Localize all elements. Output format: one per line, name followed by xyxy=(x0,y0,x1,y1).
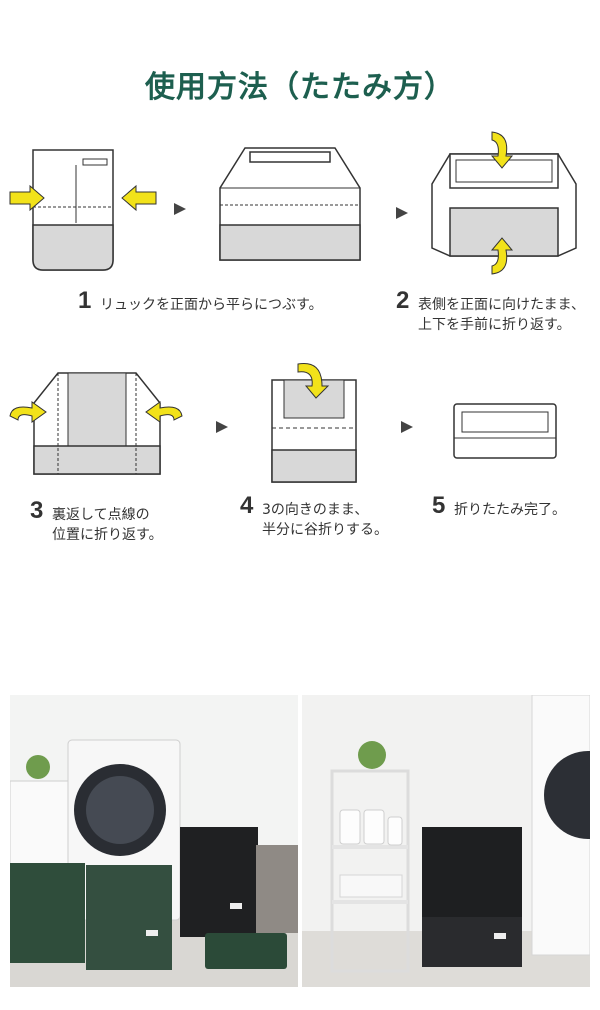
step-4: 4 3の向きのまま、 半分に谷折りする。 xyxy=(240,494,388,540)
page-title: 使用方法（たたみ方） xyxy=(145,70,455,105)
yellow-curl-arrow xyxy=(490,237,514,275)
yellow-curl-arrow xyxy=(490,131,514,169)
next-triangle-icon xyxy=(174,203,186,215)
step-text-line-1: 3の向きのまま、 xyxy=(262,502,369,518)
fig-step-4 xyxy=(271,362,357,483)
step-text-line-2: 半分に谷折りする。 xyxy=(262,522,388,538)
fig-step-3 xyxy=(9,372,183,475)
next-triangle-icon xyxy=(216,421,228,433)
step-text-line-2: 上下を手前に折り返す。 xyxy=(418,317,571,333)
step-number: 1 xyxy=(78,287,92,314)
yellow-curl-arrow xyxy=(297,362,330,399)
product-photo-laundry-room-1 xyxy=(10,695,298,987)
step-text-line-1: 裏返して点線の xyxy=(52,507,150,523)
step-number: 2 xyxy=(396,287,410,314)
fig-step-5 xyxy=(453,403,557,459)
step-text-line-1: リュックを正面から平らにつぶす。 xyxy=(100,297,323,313)
step-text-line-1: 表側を正面に向けたまま、 xyxy=(418,297,586,313)
yellow-push-arrow xyxy=(9,184,45,212)
yellow-curl-arrow xyxy=(145,401,183,423)
yellow-curl-arrow xyxy=(9,401,47,423)
fig-step-1 xyxy=(9,149,157,271)
yellow-push-arrow xyxy=(121,184,157,212)
step-2: 2 表側を正面に向けたまま、 上下を手前に折り返す。 xyxy=(396,289,586,335)
fig-step-2 xyxy=(431,131,577,275)
step-3: 3 裏返して点線の 位置に折り返す。 xyxy=(30,499,163,545)
fig-step-1b xyxy=(219,147,361,261)
next-triangle-icon xyxy=(401,421,413,433)
step-number: 4 xyxy=(240,492,254,519)
step-number: 3 xyxy=(30,497,44,524)
step-1: 1 リュックを正面から平らにつぶす。 xyxy=(78,289,323,315)
step-text-line-2: 位置に折り返す。 xyxy=(52,527,163,543)
step-5: 5 折りたたみ完了。 xyxy=(432,494,566,520)
product-photo-laundry-room-2 xyxy=(302,695,590,987)
step-text-line-1: 折りたたみ完了。 xyxy=(454,502,566,518)
next-triangle-icon xyxy=(396,207,408,219)
step-number: 5 xyxy=(432,492,446,519)
